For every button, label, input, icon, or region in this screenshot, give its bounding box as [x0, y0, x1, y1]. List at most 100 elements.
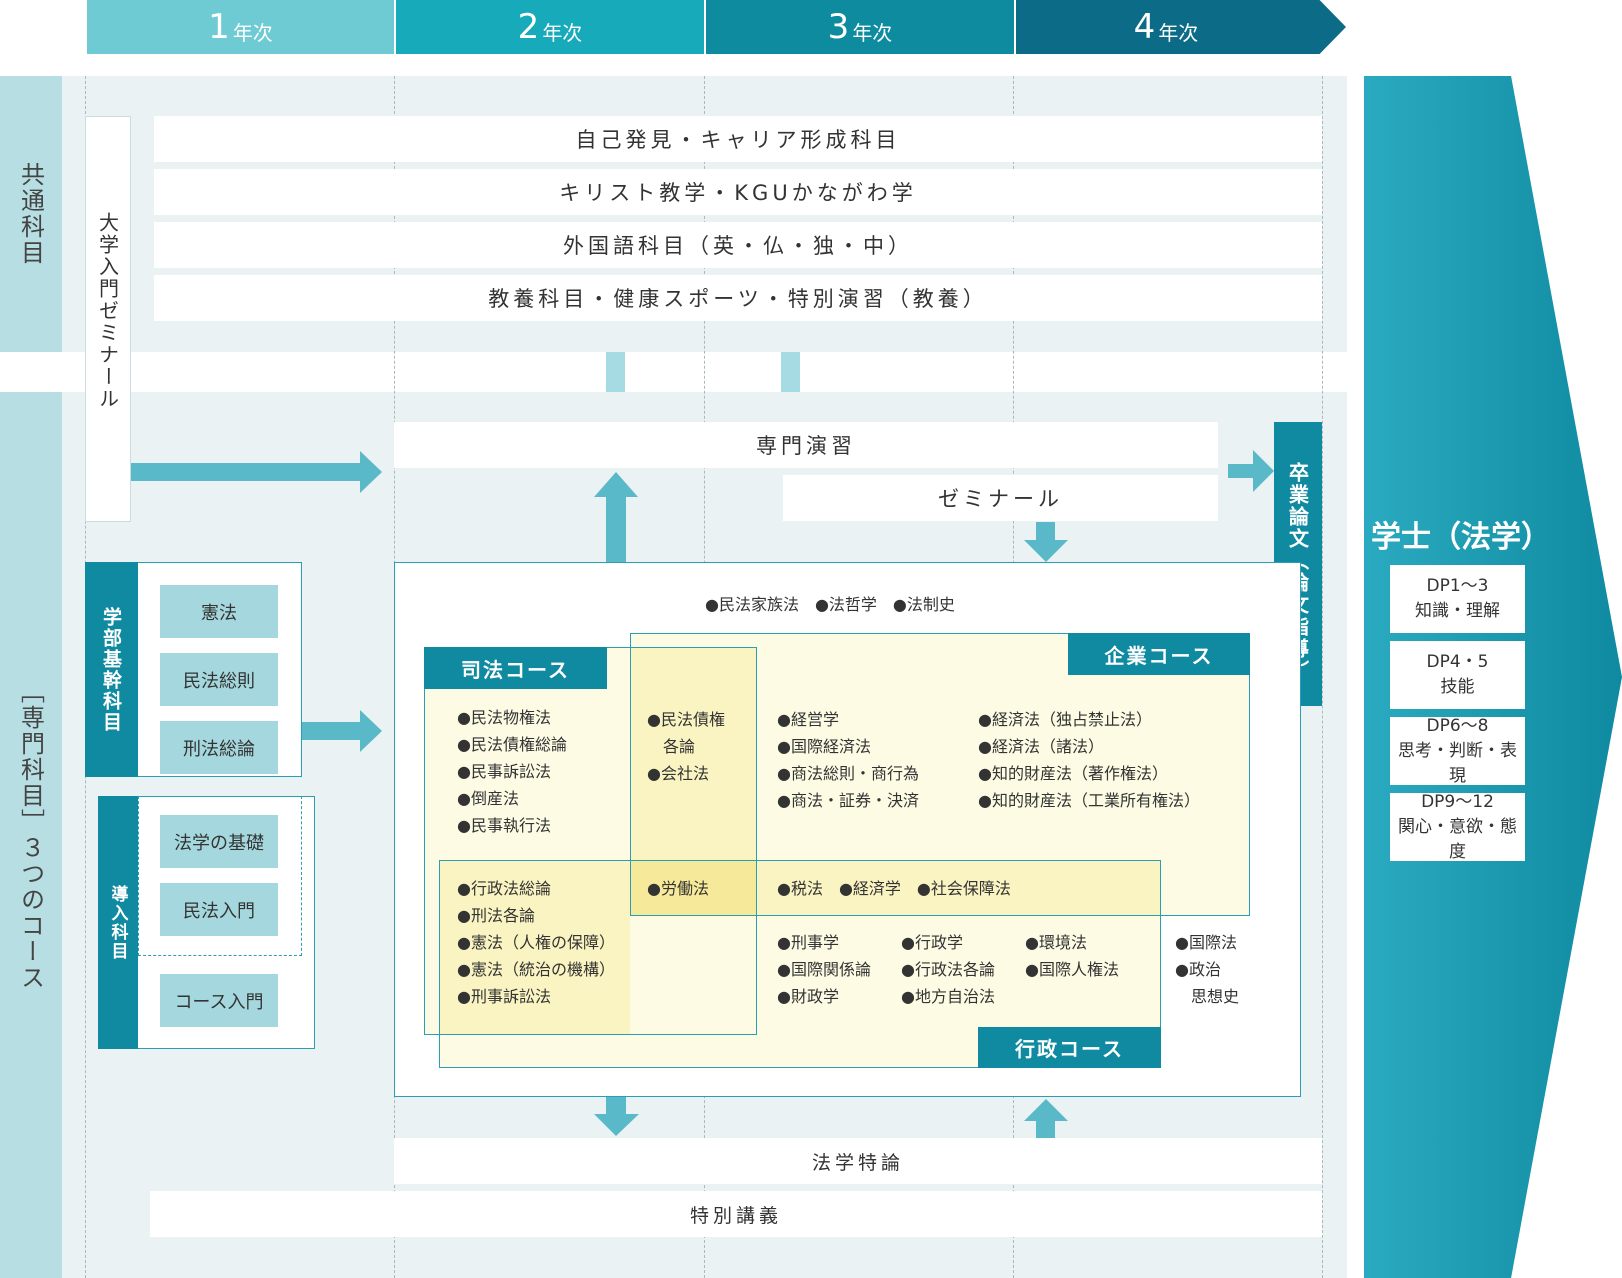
kigyo-col1-list: ●経営学 ●国際経済法 ●商法総則・商行為 ●商法・証券・決済: [777, 706, 919, 814]
core-label: 学部基幹科目: [100, 606, 122, 733]
year-number: 1: [208, 7, 230, 47]
overlap-kigyo-gyosei: [757, 860, 1161, 916]
subject: ●民事訴訟法: [457, 762, 551, 781]
common-row: 自己発見・キャリア形成科目: [154, 116, 1322, 162]
intro-subject: コース入門: [160, 974, 278, 1027]
subject: ●国際人権法: [1025, 960, 1119, 979]
common-label-text: 共通科目: [16, 162, 45, 266]
subject: ●経済法（諸法）: [978, 737, 1104, 756]
dp-code: DP9〜12: [1421, 791, 1494, 812]
dp-box: DP1〜3 知識・理解: [1390, 565, 1525, 633]
subject: ●民法債権総論: [457, 735, 567, 754]
subject: ●知的財産法（著作権法）: [978, 764, 1168, 783]
year-number: 4: [1133, 7, 1156, 47]
kigyo-gyosei-subjects: ●税法 ●経済学 ●社会保障法: [777, 879, 1011, 898]
connector-bar: [781, 352, 800, 392]
dp-code: DP6〜8: [1426, 715, 1489, 736]
common-row: キリスト教学・KGUかながわ学: [154, 169, 1322, 215]
intro-seminar-label: 大学入門ゼミナール: [95, 212, 120, 410]
subject: ●倒産法: [457, 789, 519, 808]
subject: ●国際経済法: [777, 737, 871, 756]
year-number: 3: [827, 7, 850, 47]
right-arrow: [131, 451, 382, 493]
kigyo-outline: [630, 633, 1250, 916]
hogaku-tokuron-bar: 法学特論: [394, 1138, 1322, 1184]
gyosei-col3-list: ●環境法 ●国際人権法: [1025, 929, 1119, 983]
subject: ●商法総則・商行為: [777, 764, 919, 783]
subject: ●財政学: [777, 987, 839, 1006]
intro-label: 導入科目: [107, 884, 128, 961]
dp-box: DP9〜12 関心・意欲・態度: [1390, 791, 1525, 862]
subject: ●刑事訴訟法: [457, 987, 551, 1006]
gyosei-col1-list: ●刑事学 ●国際関係論 ●財政学: [777, 929, 871, 1010]
kigyo-course-tag: 企業コース: [1068, 633, 1250, 675]
subject: ●環境法: [1025, 933, 1087, 952]
dp-desc: 思考・判断・表現: [1398, 740, 1517, 786]
up-arrow: [594, 472, 638, 562]
tokubetsu-kogi-bar: 特別講義: [150, 1191, 1322, 1237]
core-subject: 刑法総論: [160, 721, 278, 774]
top-common-subjects: ●民法家族法 ●法哲学 ●法制史: [705, 595, 955, 614]
dp-desc: 技能: [1440, 677, 1475, 697]
subject: ●商法・証券・決済: [777, 791, 919, 810]
core-label-box: 学部基幹科目: [85, 562, 138, 777]
year-number: 2: [517, 7, 540, 47]
subject: ●行政法総論: [457, 879, 551, 898]
dp-desc: 関心・意欲・態度: [1398, 816, 1517, 862]
core-subject: 民法総則: [160, 653, 278, 706]
subject: ●会社法: [647, 764, 709, 783]
subject: ●憲法（人権の保障）: [457, 933, 615, 952]
senmon-ensyu-bar: 専門演習: [394, 422, 1218, 468]
shiho-kigyo-list: ●民法債権 各論 ●会社法: [647, 706, 725, 787]
shiho-gyosei-list: ●行政法総論 ●刑法各論 ●憲法（人権の保障） ●憲法（統治の機構） ●刑事訴訟…: [457, 875, 615, 1010]
dp-code: DP4・5: [1426, 652, 1489, 672]
subject: ●民法物権法: [457, 708, 551, 727]
shiho-only-list: ●民法物権法 ●民法債権総論 ●民事訴訟法 ●倒産法 ●民事執行法: [457, 704, 567, 839]
common-side-label: 共通科目: [0, 76, 62, 352]
dp-box: DP6〜8 思考・判断・表現: [1390, 715, 1525, 786]
specialized-label-text: ［専門科目］３つのコース: [16, 679, 45, 991]
gyosei-outline: [439, 860, 1161, 1068]
overlap-shiho-gyosei: [439, 860, 630, 1035]
subject: ●刑法各論: [457, 906, 535, 925]
dp-desc: 知識・理解: [1415, 601, 1500, 621]
intro-subject: 法学の基礎: [160, 815, 278, 868]
year-suffix: 年次: [852, 20, 893, 45]
overlap-all-three: [630, 860, 757, 916]
subject: ●政治: [1175, 960, 1221, 979]
gyosei-col2-list: ●行政学 ●行政法各論 ●地方自治法: [901, 929, 995, 1010]
up-arrow: [1024, 1099, 1068, 1138]
year-suffix: 年次: [232, 20, 273, 45]
dp-code: DP1〜3: [1426, 576, 1489, 596]
dp-box: DP4・5 技能: [1390, 641, 1525, 709]
connector-bar: [606, 352, 625, 392]
common-row: 教養科目・健康スポーツ・特別演習（教養）: [154, 275, 1322, 321]
subject: ●行政学: [901, 933, 963, 952]
kigyo-col2-list: ●経済法（独占禁止法） ●経済法（諸法） ●知的財産法（著作権法） ●知的財産法…: [978, 706, 1200, 814]
shiho-course-tag: 司法コース: [424, 647, 607, 689]
right-arrow: [302, 710, 382, 752]
year-divider: [1322, 76, 1323, 1278]
subject: ●国際法: [1175, 933, 1237, 952]
subject: ●行政法各論: [901, 960, 995, 979]
subject: ●経済法（独占禁止法）: [978, 710, 1152, 729]
year-suffix: 年次: [1158, 20, 1199, 45]
common-row: 外国語科目（英・仏・独・中）: [154, 222, 1322, 268]
subject: ●国際関係論: [777, 960, 871, 979]
intro-dashed-outline: [138, 796, 302, 956]
subject: ●民法債権: [647, 710, 725, 729]
year-suffix: 年次: [542, 20, 583, 45]
core-subject: 憲法: [160, 585, 278, 638]
gyosei-course-tag: 行政コース: [978, 1027, 1161, 1068]
intro-label-box: 導入科目: [98, 796, 138, 1049]
specialized-side-label: ［専門科目］３つのコース: [0, 392, 62, 1278]
subject: 思想史: [1175, 987, 1240, 1006]
degree-title: 学士（法学）: [1371, 520, 1551, 555]
subject: 各論: [647, 737, 696, 756]
intro-seminar-box: 大学入門ゼミナール: [85, 116, 131, 522]
subject: ●民事執行法: [457, 816, 551, 835]
